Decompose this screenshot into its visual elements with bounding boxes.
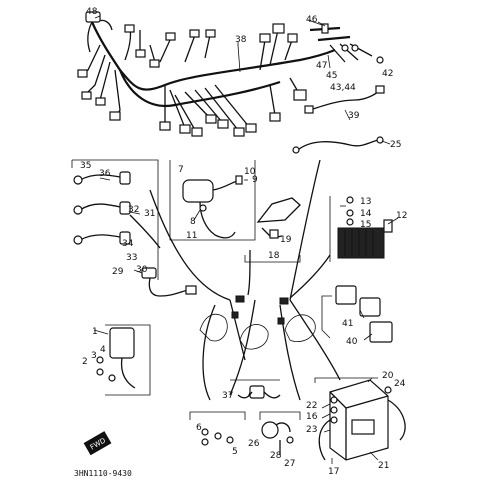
label-part-3: 3 bbox=[91, 351, 97, 361]
label-part-11: 11 bbox=[186, 231, 197, 241]
label-part-33: 33 bbox=[126, 253, 137, 263]
label-part-25: 25 bbox=[390, 140, 401, 150]
label-part-29: 29 bbox=[112, 267, 124, 277]
label-part-28: 28 bbox=[270, 451, 282, 461]
leader-lines bbox=[93, 15, 399, 464]
label-part-18: 18 bbox=[268, 251, 280, 261]
label-part-37: 37 bbox=[222, 391, 233, 401]
switch-37 bbox=[230, 379, 281, 399]
label-part-47: 47 bbox=[316, 61, 327, 71]
label-part-36: 36 bbox=[99, 169, 111, 179]
label-part-42: 42 bbox=[382, 69, 393, 79]
label-part-30: 30 bbox=[136, 265, 148, 275]
ignition-coil-detail bbox=[169, 160, 256, 241]
label-part-41: 41 bbox=[342, 319, 353, 329]
label-part-17: 17 bbox=[328, 467, 339, 477]
bracket-detail-18 bbox=[244, 197, 301, 263]
label-part-19: 19 bbox=[280, 235, 292, 245]
label-part-45: 45 bbox=[326, 71, 337, 81]
sub-lead-39 bbox=[304, 85, 385, 114]
rectifier-regulator bbox=[329, 196, 393, 262]
label-part-2: 2 bbox=[82, 357, 88, 367]
label-part-31: 31 bbox=[144, 209, 155, 219]
main-wire-harness bbox=[77, 11, 336, 137]
label-part-23: 23 bbox=[306, 425, 317, 435]
label-part-12: 12 bbox=[396, 211, 407, 221]
relay-group bbox=[321, 285, 393, 343]
label-part-48: 48 bbox=[86, 7, 98, 17]
label-part-24: 24 bbox=[394, 379, 406, 389]
sensor-26-28 bbox=[259, 411, 301, 455]
label-part-22: 22 bbox=[306, 401, 317, 411]
lead-29-30 bbox=[141, 267, 197, 297]
sensor-detail-box bbox=[71, 159, 161, 280]
label-part-13: 13 bbox=[360, 197, 371, 207]
forward-direction-badge: FWD bbox=[83, 431, 112, 456]
part-number-labels: 48 38 46 47 45 42 43,44 39 25 35 36 32 3… bbox=[74, 7, 407, 478]
label-part-14: 14 bbox=[360, 209, 372, 219]
label-part-34: 34 bbox=[122, 239, 134, 249]
drawing-code: 3HN1110-9430 bbox=[74, 469, 132, 478]
label-part-15: 15 bbox=[360, 220, 371, 230]
label-part-21: 21 bbox=[378, 461, 389, 471]
label-part-1: 1 bbox=[92, 327, 98, 337]
unit-1-detail bbox=[96, 324, 151, 396]
label-part-35: 35 bbox=[80, 161, 91, 171]
label-part-5: 5 bbox=[232, 447, 238, 457]
label-part-40: 40 bbox=[346, 337, 358, 347]
label-part-4: 4 bbox=[100, 345, 106, 355]
cable-ties-group bbox=[307, 19, 384, 64]
frame-routing bbox=[149, 159, 341, 401]
bottom-hardware-5-6 bbox=[189, 411, 246, 446]
label-part-10: 10 bbox=[244, 167, 256, 177]
battery-assembly bbox=[314, 377, 406, 461]
label-part-20: 20 bbox=[382, 371, 394, 381]
label-part-7: 7 bbox=[178, 165, 184, 175]
lead-25 bbox=[292, 136, 384, 154]
label-part-6: 6 bbox=[196, 423, 202, 433]
label-part-39: 39 bbox=[348, 111, 360, 121]
label-part-16: 16 bbox=[306, 412, 318, 422]
label-part-43-44: 43,44 bbox=[330, 83, 356, 93]
label-part-8: 8 bbox=[190, 217, 196, 227]
label-part-46: 46 bbox=[306, 15, 318, 25]
label-part-32: 32 bbox=[128, 205, 139, 215]
label-part-27: 27 bbox=[284, 459, 295, 469]
label-part-9: 9 bbox=[252, 175, 258, 185]
label-part-38: 38 bbox=[235, 35, 247, 45]
label-part-26: 26 bbox=[248, 439, 260, 449]
